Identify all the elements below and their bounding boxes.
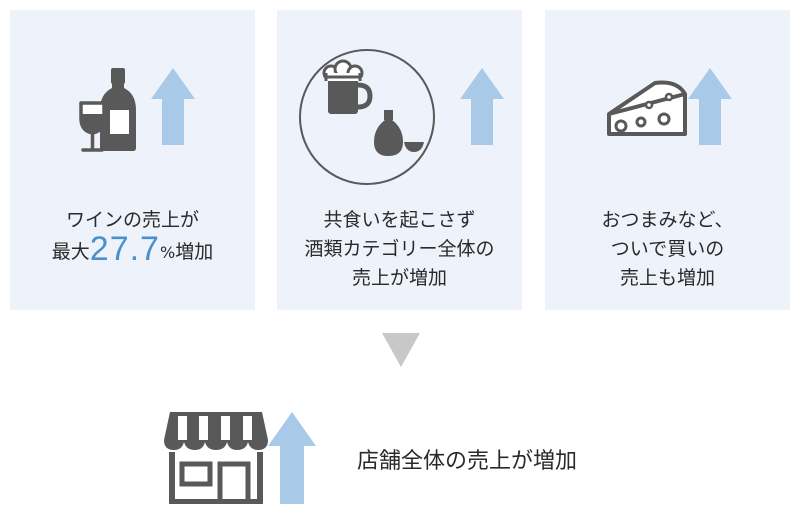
liquor-caption-line1: 共食いを起こさず bbox=[323, 209, 476, 231]
snacks-card: おつまみなど、 ついで買いの 売上も増加 bbox=[545, 10, 790, 310]
snacks-caption-line1: おつまみなど、 bbox=[601, 209, 734, 231]
caption-suffix: 増加 bbox=[175, 241, 214, 263]
up-arrow-icon bbox=[151, 68, 195, 145]
snacks-caption-line2: ついで買いの bbox=[610, 238, 725, 260]
sales-increase-value: 27.7 bbox=[89, 230, 160, 268]
up-arrow-icon bbox=[460, 68, 504, 145]
snack-icons bbox=[607, 68, 732, 145]
down-arrow-icon bbox=[382, 333, 420, 367]
store-icon bbox=[164, 412, 268, 504]
wine-icons bbox=[79, 68, 195, 152]
store-sales-increase-text: 店舗全体の売上が増加 bbox=[357, 449, 578, 474]
liquor-caption: 共食いを起こさず 酒類カテゴリー全体の 売上が増加 bbox=[277, 206, 522, 293]
liquor-caption-line3: 売上が増加 bbox=[351, 267, 447, 289]
up-arrow-icon bbox=[688, 68, 732, 145]
sake-cup-icon bbox=[404, 142, 424, 152]
snacks-caption-line3: 売上も増加 bbox=[619, 267, 715, 289]
caption-prefix: 最大 bbox=[51, 241, 90, 263]
liquor-category-card: 共食いを起こさず 酒類カテゴリー全体の 売上が増加 bbox=[277, 10, 522, 310]
beer-mug-icon bbox=[322, 59, 373, 114]
liquor-caption-line2: 酒類カテゴリー全体の bbox=[304, 238, 495, 260]
wine-caption: ワインの売上が 最大27.7%増加 bbox=[10, 206, 255, 267]
wine-sales-card: ワインの売上が 最大27.7%増加 bbox=[10, 10, 255, 310]
percent-sign: % bbox=[159, 243, 176, 262]
wine-bottle-icon bbox=[100, 68, 136, 151]
snacks-caption: おつまみなど、 ついで買いの 売上も増加 bbox=[545, 206, 790, 293]
sake-bottle-icon bbox=[374, 110, 403, 156]
wine-caption-line2: 最大27.7%増加 bbox=[10, 232, 255, 267]
up-arrow-icon bbox=[268, 412, 316, 504]
wine-glass-icon bbox=[79, 101, 106, 152]
liquor-icons bbox=[299, 49, 504, 185]
wine-caption-line1: ワインの売上が bbox=[65, 209, 199, 231]
cheese-icon bbox=[607, 80, 687, 136]
